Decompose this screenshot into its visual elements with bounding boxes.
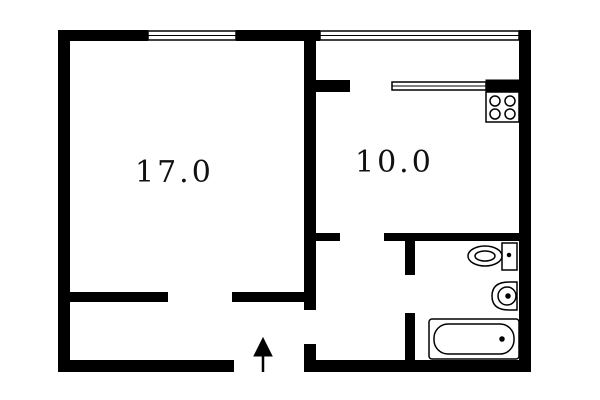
wall-living-bottom-right <box>232 292 316 302</box>
bathtub-icon <box>428 318 520 360</box>
wall-kitchen-bottom-left <box>316 233 340 241</box>
wall-left <box>58 30 70 372</box>
wall-kitchen-bottom-right <box>384 233 519 241</box>
wall-bath-upper <box>405 241 415 275</box>
wall-living-kitchen <box>304 30 316 310</box>
window-icon <box>147 30 520 41</box>
outer-walls <box>58 30 531 372</box>
room-area-living: 17.0 <box>135 155 214 190</box>
room-area-kitchen: 10.0 <box>355 145 434 180</box>
wall-entrance-stub <box>304 344 316 372</box>
interior-walls <box>70 30 519 372</box>
wall-right <box>519 30 531 372</box>
kitchen-counter <box>391 79 520 93</box>
entrance-arrow-icon <box>253 336 273 372</box>
sink-icon <box>491 281 518 311</box>
wall-kitchen-stub <box>316 80 350 92</box>
wall-bath-lower <box>405 313 415 372</box>
stove-icon <box>485 91 520 123</box>
wall-bottom-left <box>58 360 234 372</box>
wall-bottom-right <box>304 360 531 372</box>
wall-top-left <box>58 30 148 41</box>
wall-top-middle <box>236 30 320 41</box>
wall-living-bottom-left <box>70 292 168 302</box>
toilet-icon <box>467 242 518 271</box>
